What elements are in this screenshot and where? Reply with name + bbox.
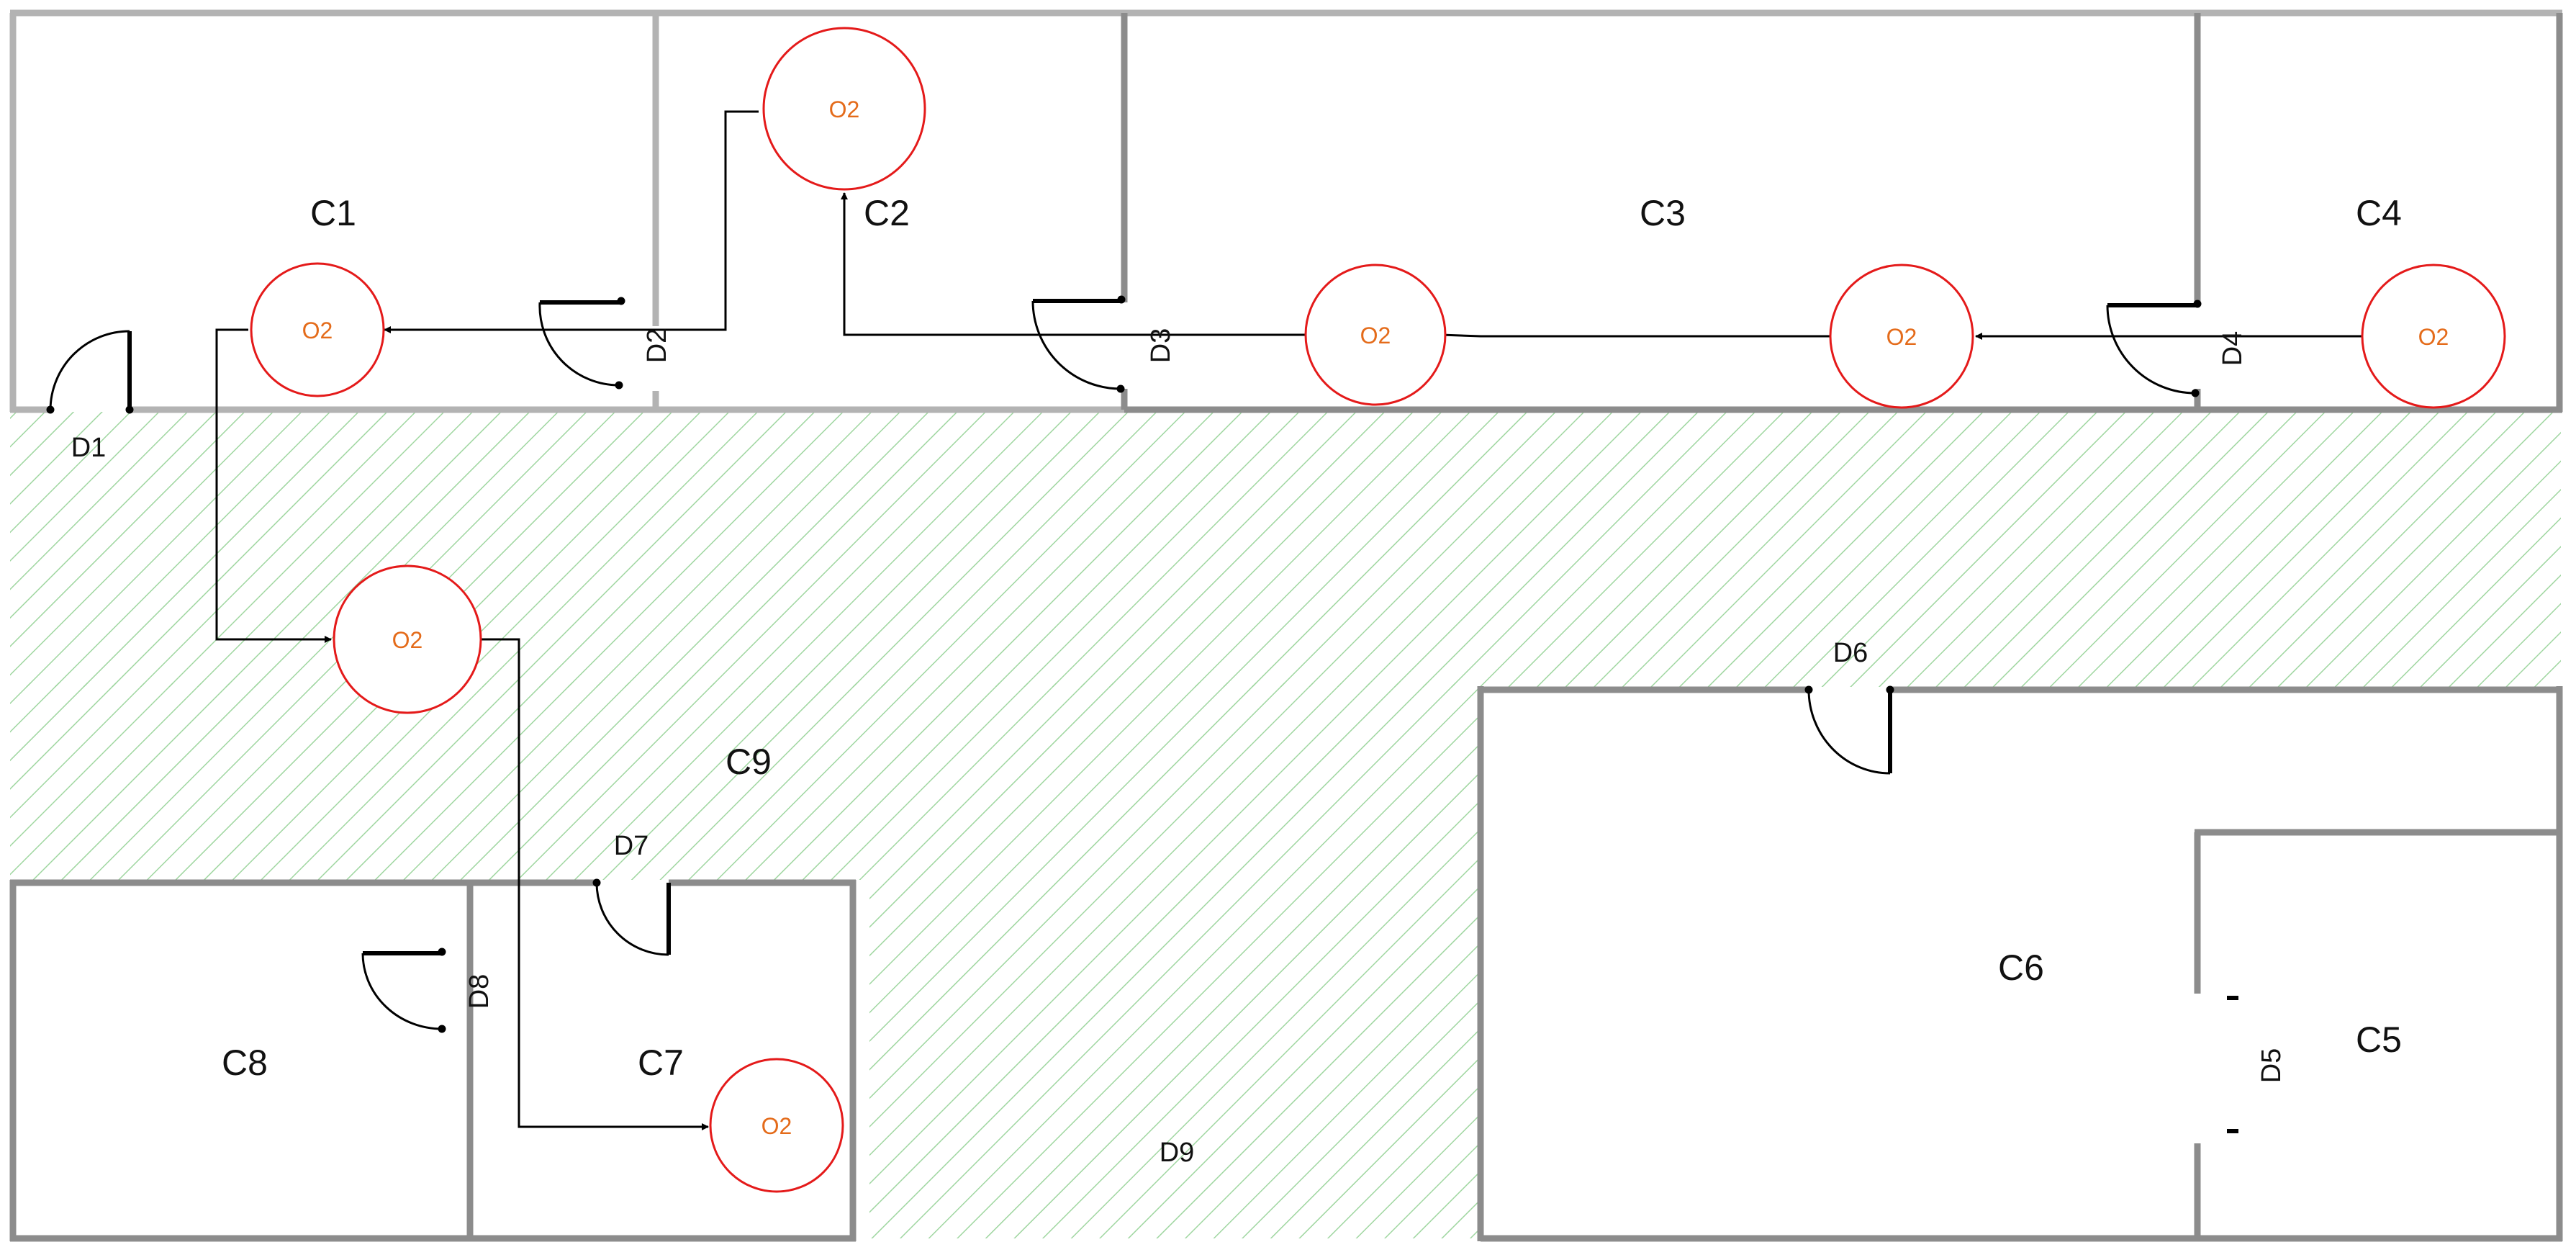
door-d3-arc	[1031, 300, 1121, 390]
room-labels: C1 C2 C3 C4 C9 C6 C5 C8 C7	[222, 193, 2402, 1083]
door-d5-opening-icon	[2227, 996, 2238, 1133]
marker-c1-label: O2	[302, 318, 333, 343]
door-d1-hinge-a	[125, 405, 134, 414]
marker-c7-circle	[709, 1058, 844, 1193]
area-d9	[869, 880, 1481, 1238]
door-d4-arc	[2106, 305, 2196, 395]
room-label-c1: C1	[310, 193, 356, 233]
marker-c7-label: O2	[761, 1113, 792, 1139]
path-c3-to-c2	[841, 192, 1305, 336]
door-d8-hinge-b	[438, 1025, 446, 1033]
doors	[46, 295, 2238, 1133]
door-d1-hinge-b	[46, 405, 55, 414]
room-label-c2: C2	[864, 193, 910, 233]
door-labels: D1 D2 D3 D4 D5 D6 D7 D8 D9	[71, 328, 2287, 1168]
marker-c4-circle	[2361, 264, 2506, 409]
marker-c9-icon[interactable]: O2	[333, 564, 482, 714]
path-c9-to-c7	[480, 638, 709, 1130]
door-d4-hinge-b	[2191, 389, 2200, 397]
door-label-d4: D4	[2218, 331, 2248, 366]
room-label-c7: C7	[638, 1043, 684, 1083]
marker-c1-circle	[250, 262, 385, 397]
marker-c4-label: O2	[2418, 324, 2449, 350]
door-label-d3: D3	[1146, 328, 1176, 364]
walls	[9, 9, 2563, 1242]
door-label-d1: D1	[71, 433, 107, 463]
door-d7-arc	[595, 882, 669, 956]
room-label-c5: C5	[2356, 1020, 2402, 1060]
marker-c9-label: O2	[392, 627, 423, 653]
door-label-d9: D9	[1160, 1138, 1195, 1168]
path-c2-to-c1	[384, 110, 759, 333]
door-d3-swing-icon	[1031, 295, 1126, 393]
room-label-c4: C4	[2356, 193, 2402, 233]
door-d3-hinge-a	[1117, 295, 1126, 304]
door-d7-swing-icon	[592, 878, 671, 956]
path-c3-link	[1440, 333, 1830, 338]
marker-c3-left-icon[interactable]: O2	[1304, 264, 1447, 406]
room-label-c3: C3	[1640, 193, 1686, 233]
marker-c3-right-label: O2	[1886, 324, 1917, 350]
room-label-c8: C8	[222, 1043, 268, 1083]
door-d6-arc	[1807, 689, 1891, 775]
marker-c3-left-label: O2	[1360, 323, 1391, 348]
connection-paths	[215, 110, 2362, 1130]
door-d7-hinge	[592, 878, 601, 887]
marker-c9-circle	[333, 564, 482, 714]
door-d2-hinge-a	[617, 297, 625, 305]
door-d6-hinge-b	[1886, 685, 1894, 694]
markers: O2 O2 O2 O2 O2 O2 O2	[250, 27, 2506, 1193]
marker-c2-label: O2	[829, 96, 860, 122]
door-d2-swing-icon	[538, 297, 625, 390]
marker-c3-left-circle	[1304, 264, 1447, 406]
door-d8-swing-icon	[361, 948, 446, 1033]
door-d3-hinge-b	[1116, 384, 1125, 393]
room-label-c6: C6	[1998, 948, 2044, 988]
door-d2-hinge-b	[615, 381, 623, 390]
door-label-d6: D6	[1833, 638, 1868, 668]
path-c1-to-c9	[215, 328, 332, 643]
door-label-d5: D5	[2256, 1048, 2287, 1084]
marker-c2-circle	[762, 27, 926, 191]
door-d4-swing-icon	[2106, 300, 2202, 397]
marker-c7-icon[interactable]: O2	[709, 1058, 844, 1193]
corridor-c9-lower-area	[10, 683, 1481, 880]
room-label-c9: C9	[726, 742, 772, 782]
door-d8-hinge-a	[438, 948, 446, 956]
door-d2-arc	[538, 302, 620, 387]
marker-c3-right-icon[interactable]: O2	[1829, 264, 1974, 409]
door-d8-arc	[361, 953, 443, 1030]
marker-c1-icon[interactable]: O2	[250, 262, 385, 397]
door-label-d2: D2	[642, 328, 672, 364]
door-d4-hinge-a	[2193, 300, 2202, 308]
marker-c3-right-circle	[1829, 264, 1974, 409]
marker-c4-icon[interactable]: O2	[2361, 264, 2506, 409]
corridor-hatch	[10, 412, 2561, 1238]
door-d1-swing-icon	[46, 330, 134, 414]
marker-c2-icon[interactable]: O2	[762, 27, 926, 191]
door-label-d7: D7	[614, 831, 649, 861]
door-d1-arc	[49, 330, 130, 410]
door-d6-hinge-a	[1804, 685, 1813, 694]
door-d6-swing-icon	[1804, 685, 1894, 775]
door-label-d8: D8	[464, 974, 494, 1009]
